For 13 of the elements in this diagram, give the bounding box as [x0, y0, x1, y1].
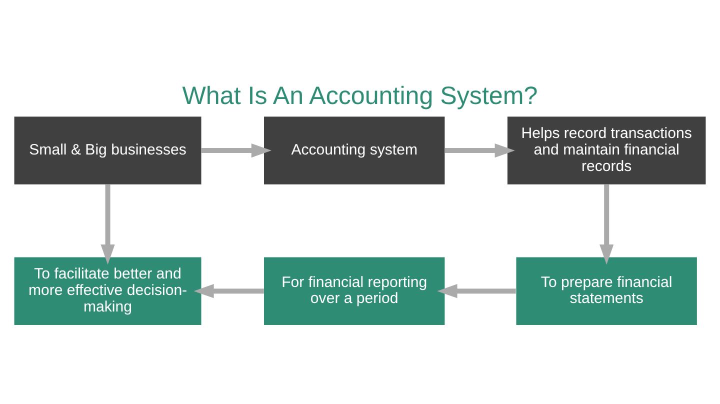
arrow — [100, 184, 115, 265]
node-box: To facilitate better and more effective decision-making — [14, 257, 202, 325]
arrow — [194, 284, 264, 298]
arrow — [600, 184, 614, 265]
arrow — [201, 144, 272, 158]
arrow — [437, 284, 516, 298]
arrow — [444, 144, 515, 158]
node-box: To prepare financial statements — [516, 257, 697, 325]
node-box: Accounting system — [264, 116, 445, 184]
node-box: Helps record transactions and maintain financial records — [507, 116, 706, 184]
node-box: Small & Big businesses — [14, 116, 202, 184]
diagram-title: What Is An Accounting System? — [182, 82, 538, 110]
node-box: For financial reporting over a period — [264, 257, 445, 325]
